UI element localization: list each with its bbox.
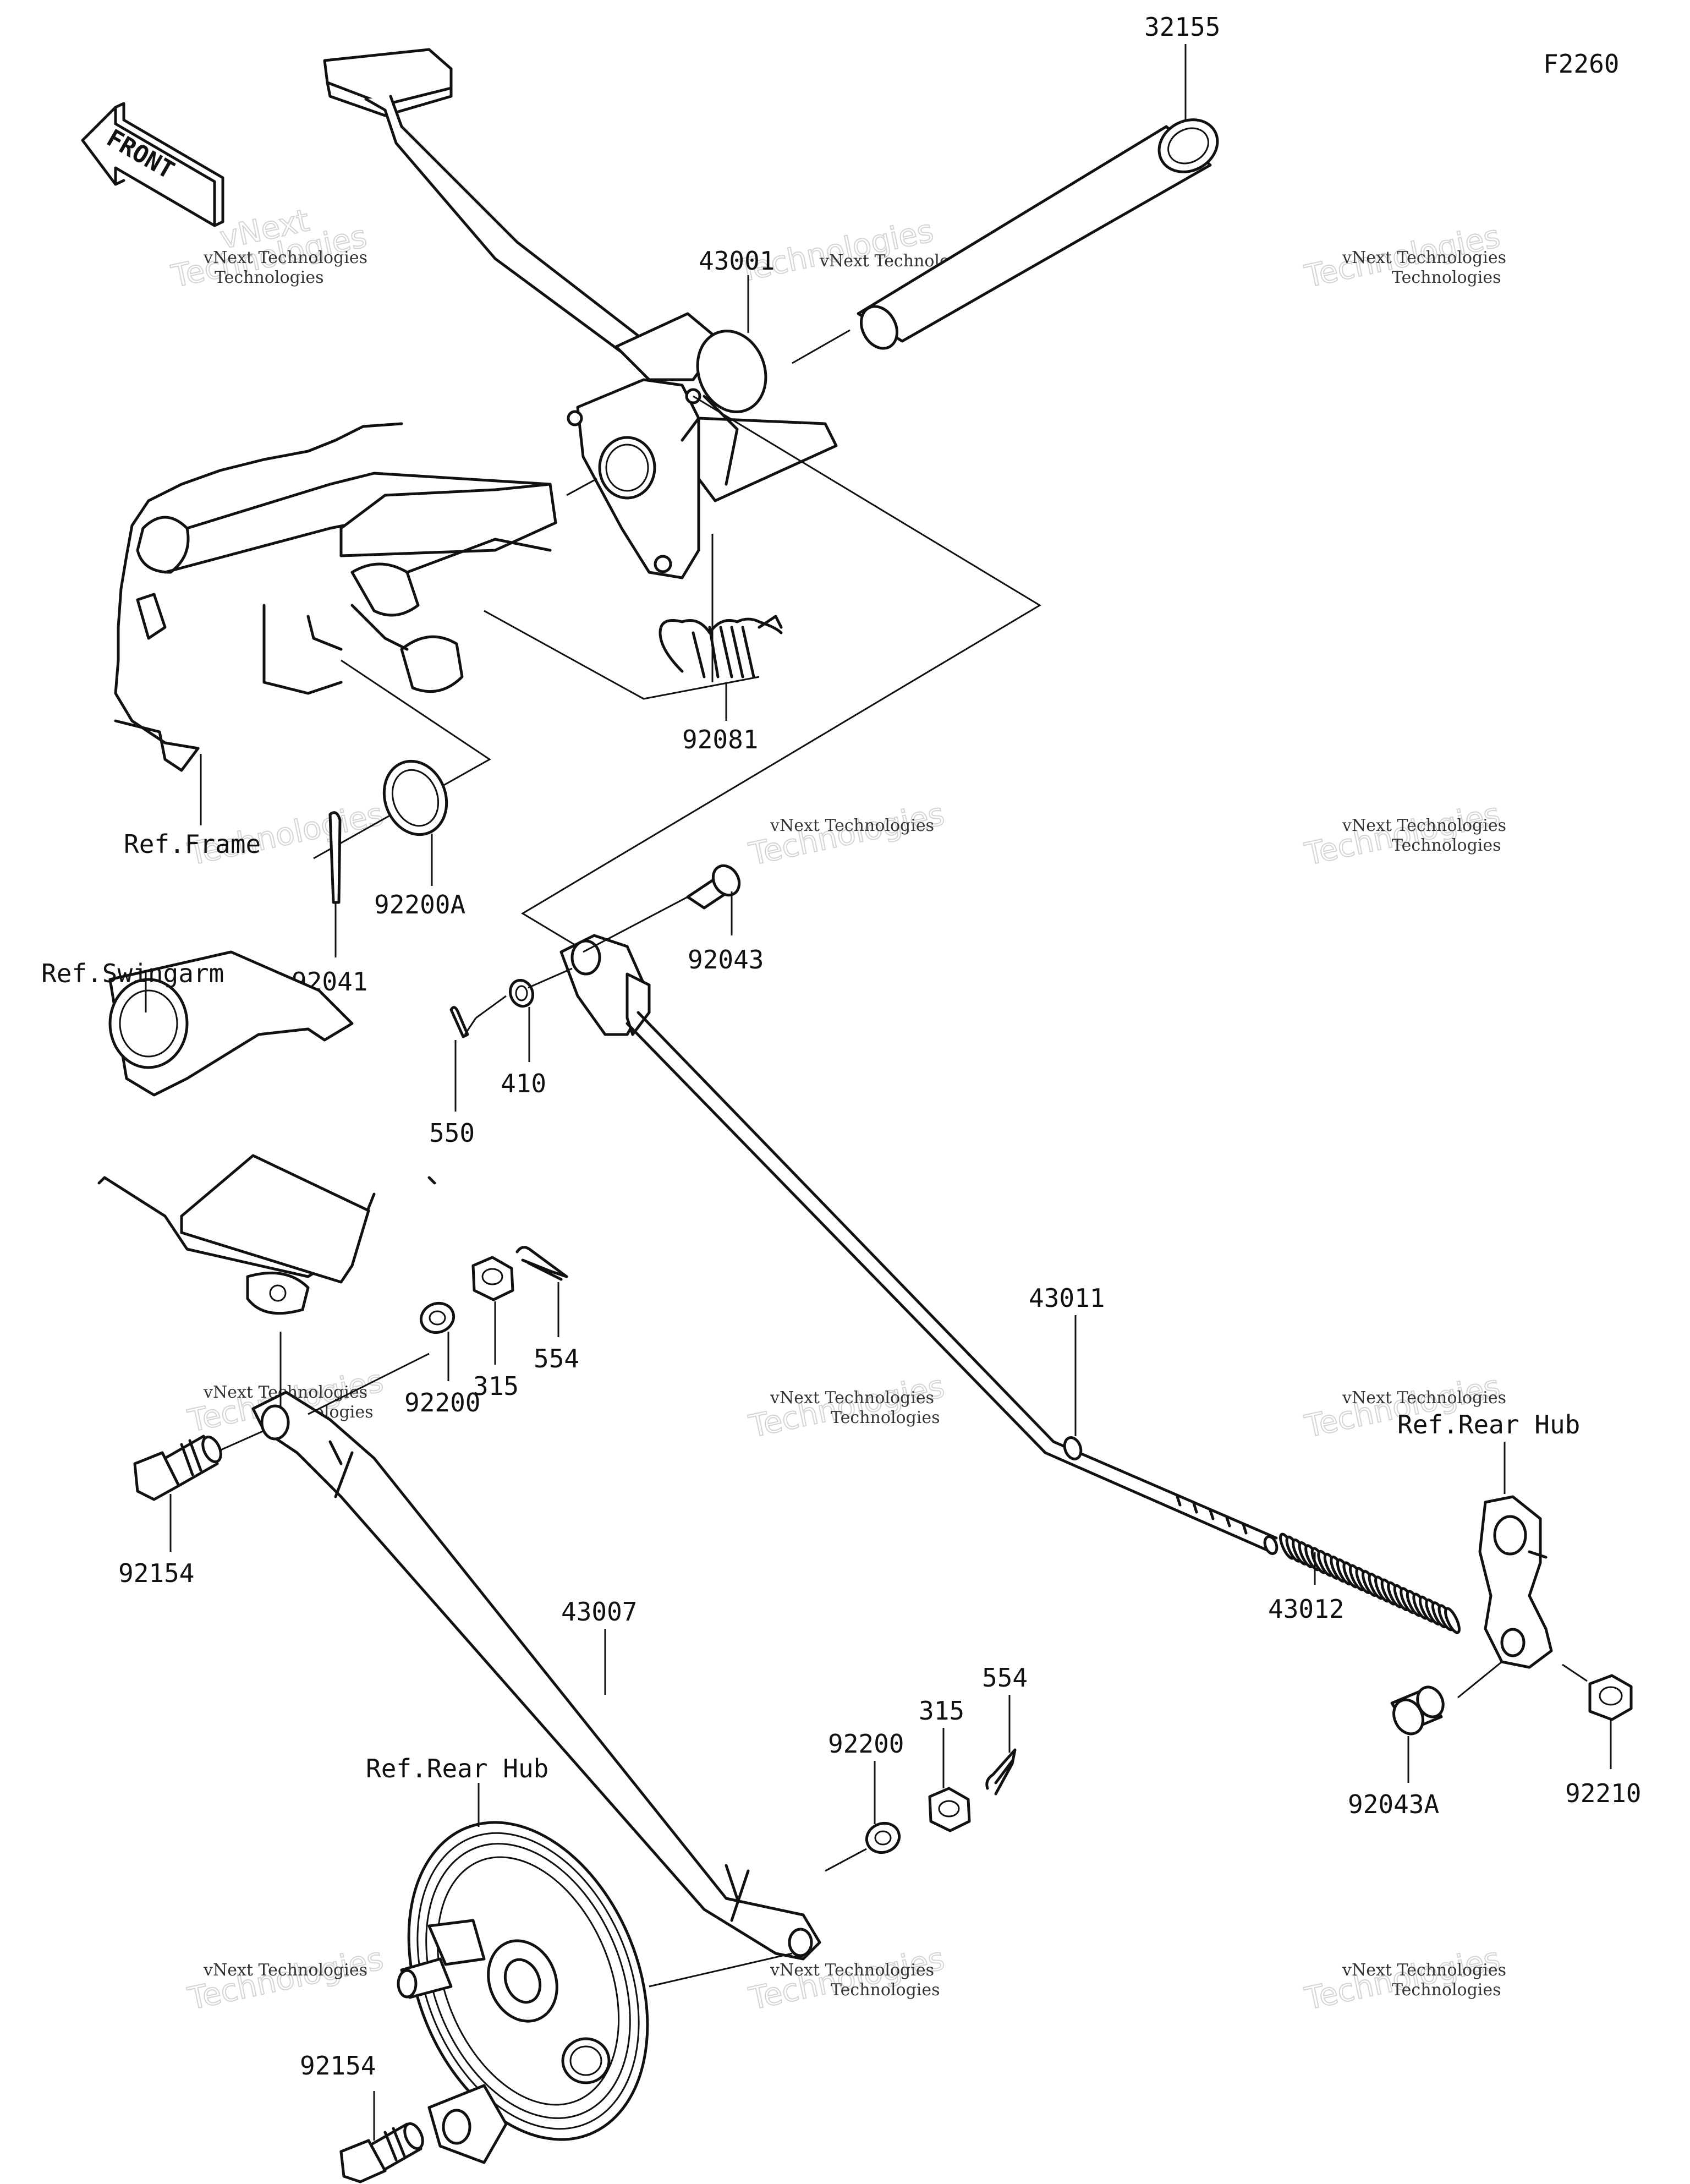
watermark-text: vNext Technologies [770,1961,934,1980]
watermark-text: vNext Technologies [770,816,934,835]
part-label-315-lower: 315 [919,1696,964,1726]
pin-550 [449,1006,469,1038]
torque-link-43007 [251,1391,821,1961]
part-label-43011: 43011 [1029,1283,1105,1313]
part-label-554-lower: 554 [982,1663,1028,1693]
watermark-text: vNext Technologies [770,1388,934,1408]
leader-line [583,896,688,953]
diagram-code: F2260 [1543,49,1619,79]
watermark-text: Technologies [215,268,324,287]
ref-swingarm-label: Ref.Swingarm [41,959,224,988]
nut-315-upper [471,1256,514,1301]
watermark-text: vNext Technologies [1342,816,1506,835]
clip-554-upper [515,1246,568,1281]
front-arrow-icon: FRONT [81,102,224,227]
nut-92210 [1588,1674,1633,1721]
leader-line [528,967,573,989]
watermark-text: vNext Technologies [1342,1961,1506,1980]
swingarm-part [97,950,436,1315]
part-label-554-upper: 554 [534,1344,579,1373]
part-label-43001: 43001 [699,246,775,276]
watermark-text: Technologies [1392,1980,1501,2000]
part-label-92200A: 92200A [374,890,465,919]
part-label-32155: 32155 [1144,12,1220,42]
bolt-92154-upper [133,1435,222,1501]
assembly-outline [313,395,1041,948]
part-label-315-upper: 315 [473,1371,519,1401]
part-label-92043A: 92043A [1348,1789,1439,1819]
washer-92200-lower [865,1822,901,1854]
watermark-text: vNext Technologies [1342,248,1506,267]
part-label-43007: 43007 [561,1597,637,1627]
leader-line [825,1848,867,1872]
leader-line [214,1430,265,1454]
ref-rear-hub-right-label: Ref.Rear Hub [1397,1410,1580,1439]
watermark-text: vNext Technologies [203,248,367,267]
part-label-92210: 92210 [1565,1778,1641,1808]
frame-part [114,422,557,772]
washer-92200-upper [419,1302,456,1334]
leader-line [649,1952,793,1988]
part-label-92043: 92043 [688,945,764,975]
leader-line [566,478,597,496]
watermark-text: Technologies [831,1980,940,2000]
watermark-text: Technologies [1392,268,1501,287]
bolt-92154-lower [339,2122,424,2183]
pin-92043A [1390,1685,1445,1736]
part-label-92154-upper: 92154 [118,1558,194,1588]
part-label-550: 550 [429,1118,475,1148]
spring-43012 [1279,1532,1461,1634]
clevis-yoke [559,934,651,1036]
watermark-text: vNext Technologies [1342,1388,1506,1408]
nut-315-lower [928,1787,971,1832]
leader-line [1457,1661,1502,1699]
watermark-text: Technologies [831,1408,940,1427]
ref-rear-hub-bottom-label: Ref.Rear Hub [366,1754,548,1783]
washer-92200A [382,759,448,836]
spring-92081 [659,615,783,678]
part-label-92200-lower: 92200 [828,1729,904,1759]
spring-coil [1444,1607,1461,1634]
rear-hub-arm-right [1478,1495,1553,1669]
ref-frame-label: Ref.Frame [124,829,261,859]
brake-pedal-43001 [323,48,838,579]
pin-92043 [686,864,741,910]
pivot-shaft-32155 [857,118,1219,350]
leader-line [308,1353,430,1415]
clip-554-lower [985,1748,1017,1796]
part-label-410: 410 [501,1069,546,1098]
leader-line [475,995,507,1019]
watermark-text: Technologies [1392,836,1501,855]
part-label-92081: 92081 [682,725,758,754]
leader-line [464,1017,477,1035]
pin-92041 [328,811,342,904]
part-label-43012: 43012 [1268,1594,1344,1624]
part-label-92200-upper: 92200 [404,1388,480,1417]
watermark-text: vNext Technologies [203,1961,367,1980]
part-label-92154-lower: 92154 [300,2051,376,2081]
leader-line [1562,1663,1588,1682]
leader-line [792,329,851,364]
rear-hub-bottom [397,1821,649,2164]
washer-410 [508,978,535,1008]
brake-rod-43011 [625,1011,1279,1555]
